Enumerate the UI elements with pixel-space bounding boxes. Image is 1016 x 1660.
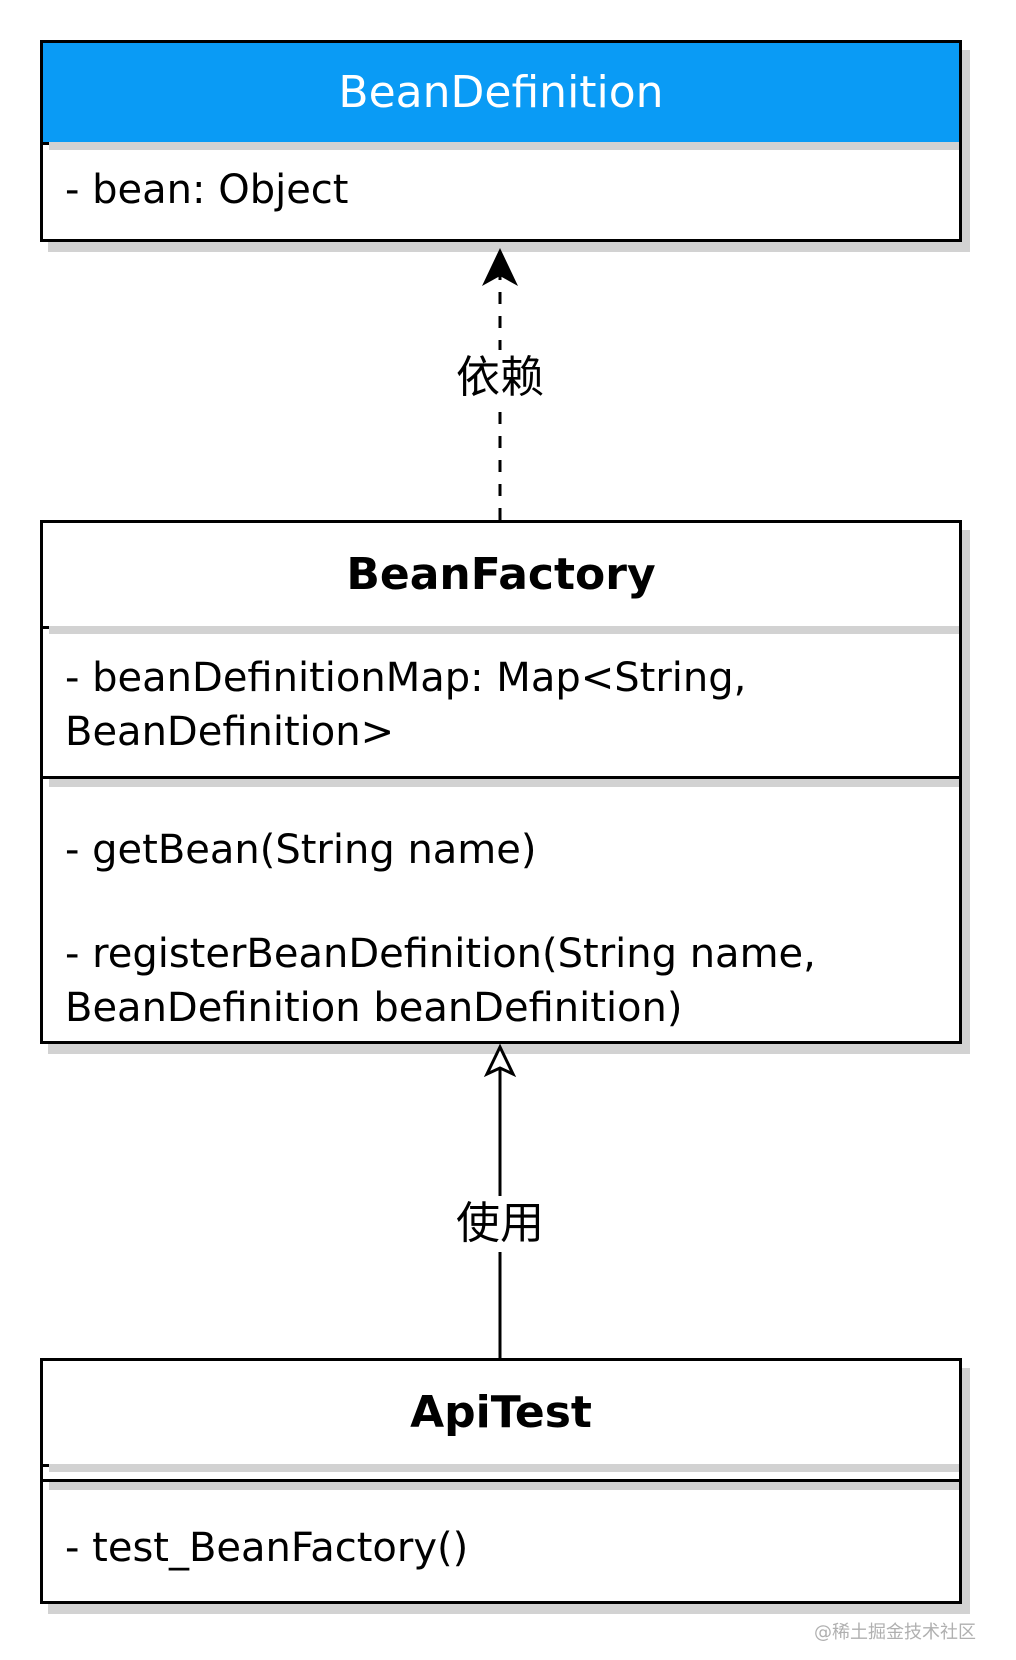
class-apitest-name: ApiTest bbox=[410, 1387, 592, 1438]
dependency-label: 依赖 bbox=[452, 350, 548, 406]
class-beandefinition-name: BeanDefinition bbox=[338, 67, 664, 118]
class-beanfactory-attribute: - beanDefinitionMap: Map<String, BeanDef… bbox=[65, 655, 747, 755]
class-beanfactory-name: BeanFactory bbox=[346, 549, 656, 600]
class-beanfactory-method-register: - registerBeanDefinition(String name, Be… bbox=[65, 931, 816, 1031]
class-beanfactory-header: BeanFactory bbox=[43, 523, 959, 629]
class-beanfactory-divider bbox=[43, 776, 959, 779]
class-beandefinition-attribute: - bean: Object bbox=[65, 167, 349, 213]
class-beandefinition: BeanDefinition - bean: Object bbox=[40, 40, 962, 242]
watermark: @稀土掘金技术社区 bbox=[814, 1622, 976, 1643]
class-apitest: ApiTest - test_BeanFactory() bbox=[40, 1358, 962, 1604]
class-beanfactory-method-getbean: - getBean(String name) bbox=[65, 827, 537, 873]
class-beanfactory: BeanFactory - beanDefinitionMap: Map<Str… bbox=[40, 520, 962, 1044]
dependency-arrowhead bbox=[482, 248, 518, 286]
usage-label: 使用 bbox=[452, 1196, 548, 1252]
class-apitest-method: - test_BeanFactory() bbox=[65, 1525, 469, 1571]
class-apitest-header: ApiTest bbox=[43, 1361, 959, 1467]
class-beandefinition-header: BeanDefinition bbox=[43, 43, 959, 145]
class-apitest-divider bbox=[43, 1479, 959, 1482]
